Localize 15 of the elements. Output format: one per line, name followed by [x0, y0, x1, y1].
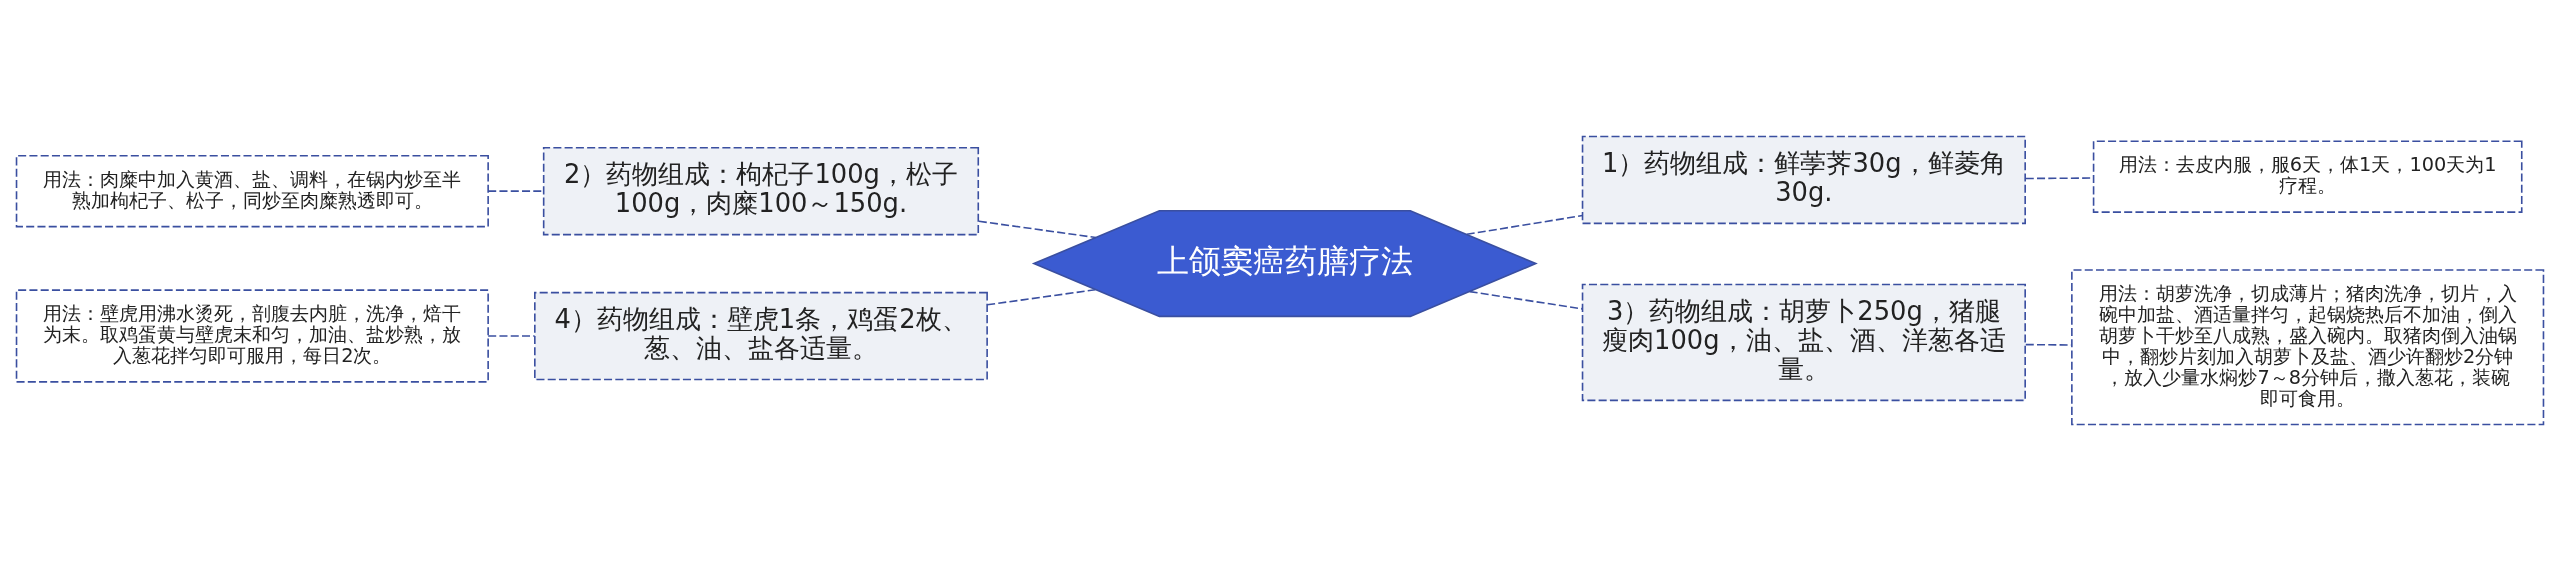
connector: [487, 335, 536, 337]
connector: [986, 288, 1097, 306]
node-box: 用法：胡萝洗净，切成薄片；猪肉洗净，切片，入碗中加盐、酒适量拌匀，起锅烧热后不加油，倒入胡萝卜干炒至八成熟，盛入碗内。取猪肉倒入油锅中，翻炒片刻加入胡萝卜及盐、酒少许翻炒2分钟，放入少量水焖炒7～8分钟后，撒入葱花，装碗即可食用。: [2071, 269, 2545, 426]
node-box: 用法：肉糜中加入黄酒、盐、调料，在锅内炒至半熟加枸杞子、松子，同炒至肉糜熟透即可。: [15, 154, 489, 228]
node-box: 4）药物组成：壁虎1条，鸡蛋2枚、葱、油、盐各适量。: [534, 291, 988, 381]
connector: [2024, 343, 2073, 346]
node-box: 2）药物组成：枸杞子100g，松子100g，肉糜100～150g.: [542, 146, 980, 236]
connector: [1466, 214, 1584, 236]
connector: [978, 220, 1097, 239]
node-box: 用法：去皮内服，服6天，体1天，100天为1疗程。: [2092, 140, 2523, 213]
node-box: 1）药物组成：鲜荸荠30g，鲜菱角30g.: [1581, 135, 2026, 225]
node-box: 用法：壁虎用沸水烫死，剖腹去内脏，洗净，焙干为末。取鸡蛋黄与壁虎末和匀，加油、盐炒熟，放入葱花拌匀即可服用，每日2次。: [15, 289, 489, 383]
connector: [1468, 290, 1584, 310]
connector: [487, 190, 544, 192]
node-box: 3）药物组成：胡萝卜250g，猪腿瘦肉100g，油、盐、酒、洋葱各适量。: [1581, 283, 2026, 402]
